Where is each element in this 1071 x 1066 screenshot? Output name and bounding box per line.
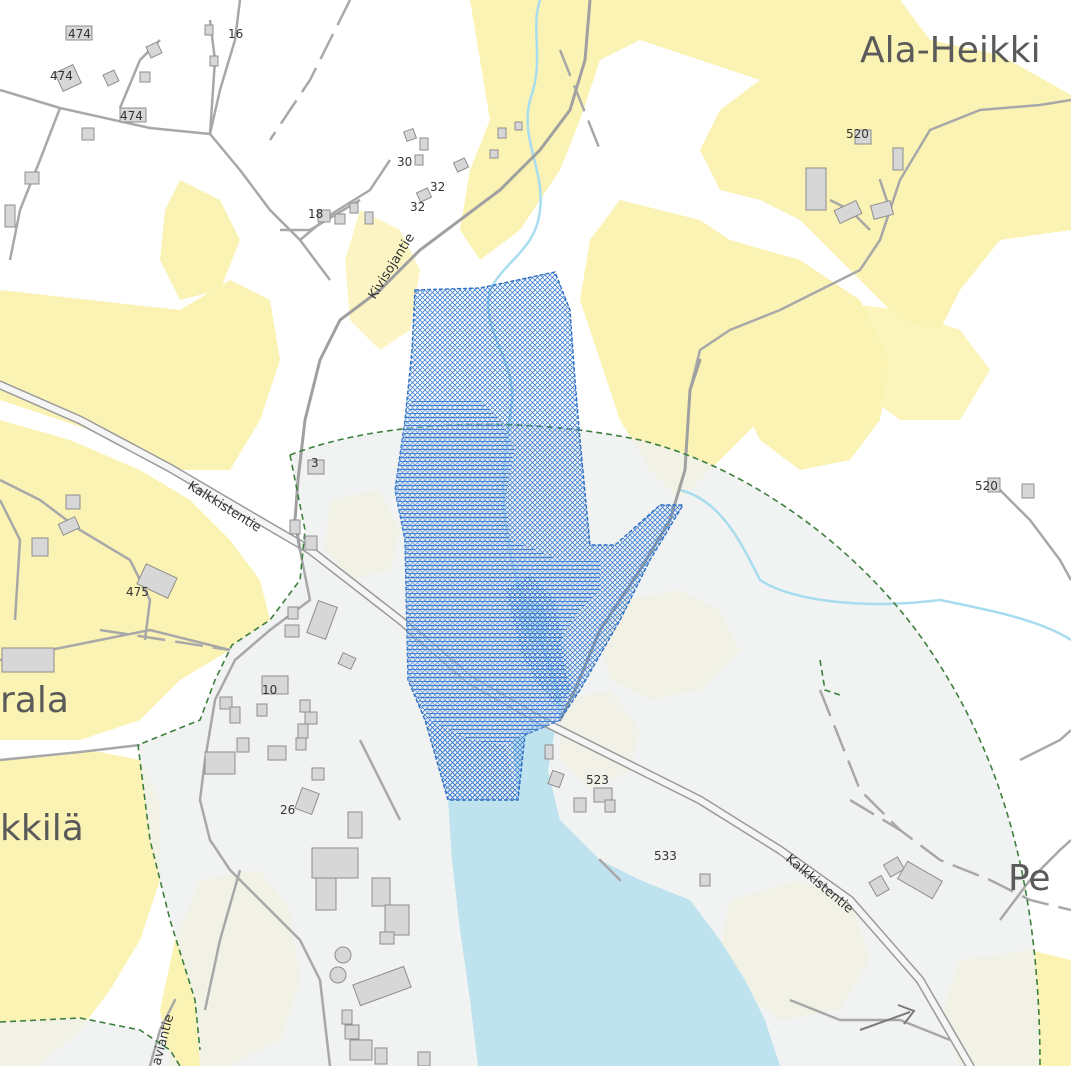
house-number: 474 (68, 27, 91, 41)
house-numbers: 474 474 474 16 30 32 32 18 520 520 3 475… (50, 27, 998, 863)
arrow-right-icon (859, 1004, 916, 1031)
highlighted-area-dense-2 (505, 575, 575, 705)
house-number: 474 (120, 109, 143, 123)
house-number: 523 (586, 773, 609, 787)
zone-west-lobe (0, 1018, 180, 1066)
zone-boundary-west (137, 454, 306, 1051)
stream-east (679, 488, 1071, 642)
house-number: 520 (846, 127, 869, 141)
buildings (1, 24, 1035, 1066)
house-number: 520 (975, 479, 998, 493)
house-number: 32 (410, 200, 425, 214)
house-number: 533 (654, 849, 677, 863)
house-number: 18 (308, 207, 323, 221)
lake (448, 720, 780, 1066)
house-number: 10 (262, 683, 277, 697)
house-number: 26 (280, 803, 295, 817)
house-number: 16 (228, 27, 243, 41)
house-number: 474 (50, 69, 73, 83)
house-number: 30 (397, 155, 412, 169)
highlighted-area-dense (428, 720, 518, 800)
place-name-kkila: kkilä (0, 808, 84, 849)
dashed-tracks (99, 0, 1071, 912)
house-number: 475 (126, 585, 149, 599)
place-name-ala-heikkila: Ala-Heikki (860, 30, 1041, 71)
zone-boundary-notch (819, 659, 841, 696)
zone-boundary-southwest (0, 1017, 181, 1066)
storage-tanks (329, 946, 352, 984)
house-number: 3 (311, 456, 319, 470)
house-number: 32 (430, 180, 445, 194)
place-name-arala: rala (0, 680, 69, 721)
place-name-pe: Pe (1008, 858, 1051, 899)
